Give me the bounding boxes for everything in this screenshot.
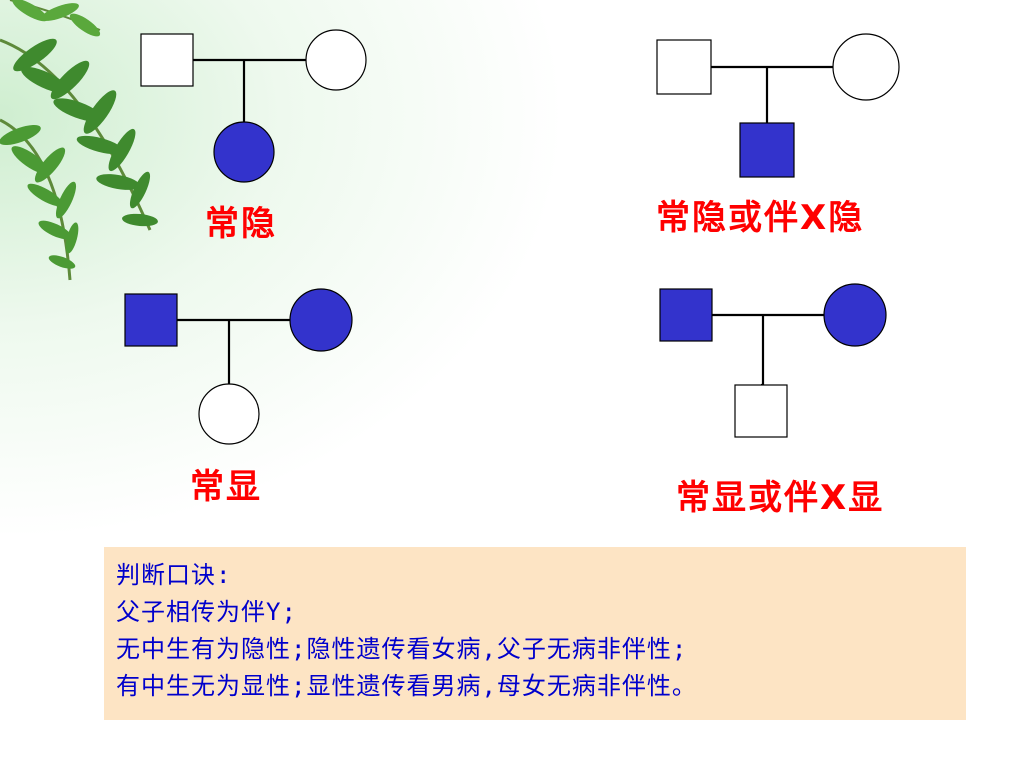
father-symbol-1 bbox=[140, 33, 194, 87]
child-symbol-3 bbox=[198, 383, 260, 445]
child-symbol-2 bbox=[739, 122, 795, 178]
mnemonic-rules-box: 判断口诀: 父子相传为伴Y; 无中生有为隐性;隐性遗传看女病,父子无病非伴性; … bbox=[104, 547, 966, 720]
mother-symbol-4 bbox=[823, 283, 887, 347]
father-symbol-4 bbox=[659, 288, 713, 342]
mother-symbol-3 bbox=[289, 288, 353, 352]
father-symbol-3 bbox=[124, 293, 178, 347]
child-symbol-4 bbox=[734, 384, 788, 438]
mother-symbol-1 bbox=[305, 29, 367, 91]
mnemonic-line-2: 无中生有为隐性;隐性遗传看女病,父子无病非伴性; bbox=[116, 635, 688, 663]
pedigree-label-1: 常隐 bbox=[205, 204, 277, 244]
pedigree-label-2: 常隐或伴X隐 bbox=[656, 198, 865, 238]
mother-symbol-2 bbox=[832, 33, 900, 101]
pedigree-label-3: 常显 bbox=[190, 467, 262, 507]
mnemonic-line-3: 有中生无为显性;显性遗传看男病,母女无病非伴性。 bbox=[116, 672, 697, 700]
child-symbol-1 bbox=[213, 121, 275, 183]
mnemonic-line-1: 父子相传为伴Y; bbox=[116, 598, 297, 626]
father-symbol-2 bbox=[656, 39, 712, 95]
fern-leaf-decoration bbox=[0, 0, 158, 281]
pedigree-label-4: 常显或伴X显 bbox=[676, 478, 885, 518]
mnemonic-title: 判断口诀: bbox=[116, 561, 232, 589]
